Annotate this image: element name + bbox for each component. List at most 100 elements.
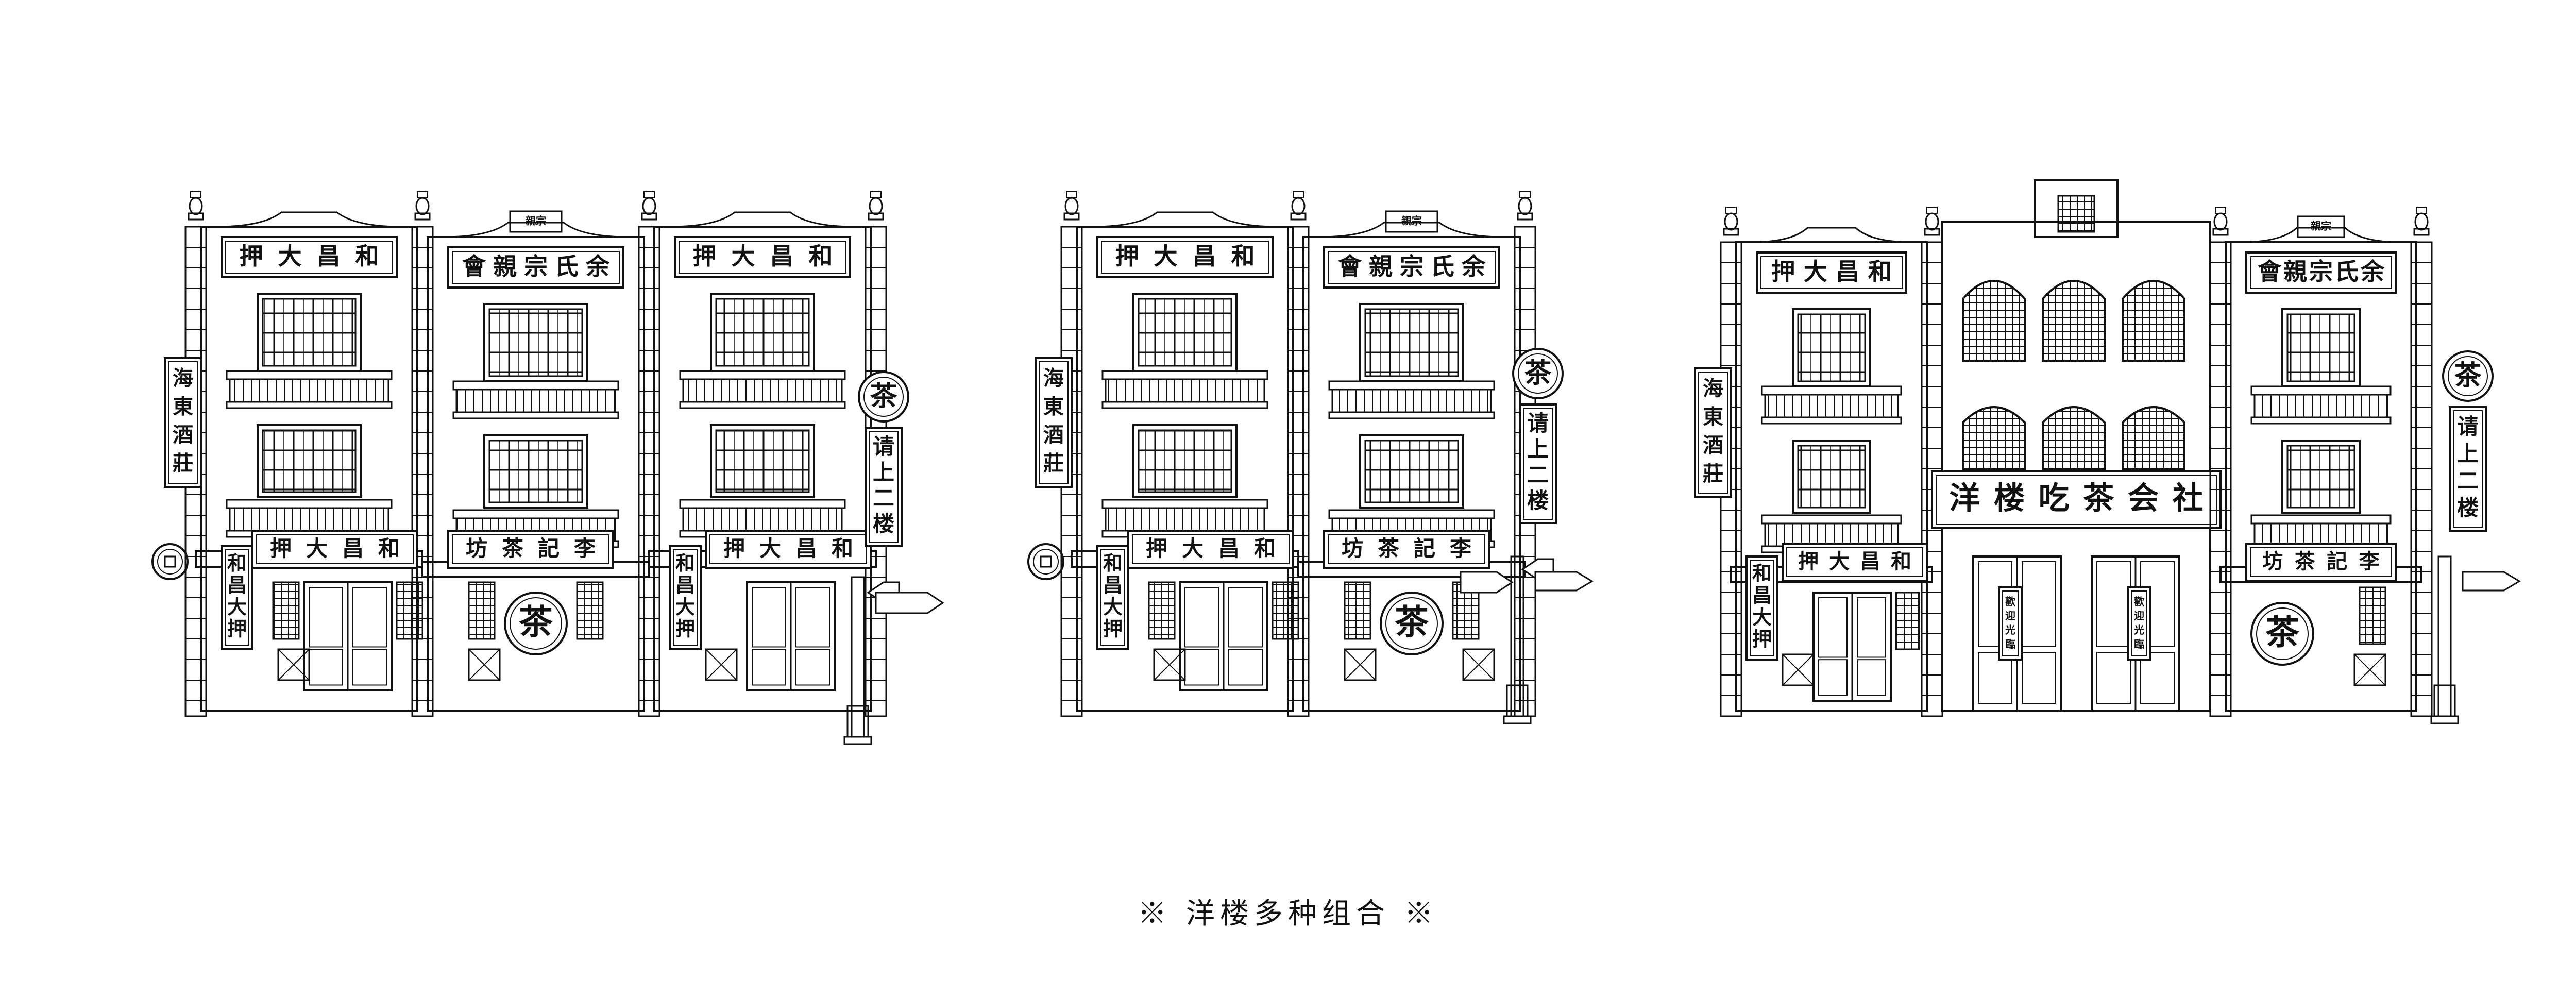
wine-vertical-sign-char: 東 (173, 395, 193, 419)
tea-house-long-sign-char: 洋 (1949, 481, 1980, 517)
middle-window (710, 424, 815, 498)
pawn-vertical-sign-4-char: 押 (1752, 627, 1772, 650)
upstairs-vertical-sign-2-char: 请 (1527, 411, 1549, 436)
pawn-header-sign-char: 大 (278, 242, 302, 270)
tea-house-door-right-sign-char: 迎 (2134, 610, 2144, 622)
facade (427, 236, 645, 712)
pawn-header-sign-4-board (1756, 251, 1907, 294)
balcony (452, 380, 619, 391)
tea-house-long-sign-char: 会 (2128, 481, 2159, 517)
tea-round-sign-3-char: 茶 (2265, 612, 2300, 652)
tea-workshop-sign-2-board (1323, 530, 1490, 569)
pawn-vertical-sign-board (221, 545, 253, 650)
clan-header-sign-2-char: 親 (1369, 252, 1393, 280)
tea-house-long-sign-char: 茶 (2083, 481, 2114, 517)
pawn-header-sign-3-char: 昌 (1193, 242, 1216, 270)
pawn-lower-sign-board (251, 530, 418, 569)
tea-workshop-sign-2-char: 李 (1450, 536, 1471, 561)
tea-workshop-sign-2-char: 茶 (1378, 536, 1400, 561)
arched-window (2122, 280, 2185, 362)
pawn-vertical-sign-3-board (1096, 545, 1129, 650)
tea-workshop-sign-char: 坊 (466, 536, 487, 561)
pawn-vertical-sign-char: 昌 (227, 573, 247, 596)
tea-workshop-sign-3-char: 記 (2327, 549, 2347, 573)
wine-vertical-sign-char: 酒 (173, 423, 193, 447)
wine-vertical-sign-char: 海 (173, 366, 193, 391)
clan-header-sign-3-char: 親 (2283, 258, 2307, 285)
coin-icon (151, 543, 189, 580)
pawn-lower-sign-char: 大 (306, 536, 328, 561)
clan-header-sign-3-char: 余 (2360, 258, 2385, 285)
upstairs-vertical-sign-2-board (1519, 403, 1557, 524)
tea-workshop-sign-board (447, 530, 614, 569)
crate-panel (2353, 653, 2386, 686)
urn-ornament (869, 197, 883, 215)
tea-round-side-2-char: 茶 (1524, 357, 1552, 389)
tea-round-side-3-char: 茶 (2454, 360, 2482, 392)
facade (1076, 226, 1294, 712)
clan-header-sign-char: 宗 (524, 252, 548, 280)
tea-house-long-sign-char: 吃 (2039, 481, 2070, 517)
balcony (1761, 514, 1902, 525)
tea-round-side-ring (858, 371, 909, 423)
clan-header-sign-3-board (2245, 251, 2397, 294)
crate-panel (705, 648, 738, 681)
clan-header-sign-3-char: 會 (2258, 258, 2282, 285)
arched-window (1962, 280, 2026, 362)
tea-round-sign-2-char: 茶 (1395, 602, 1429, 642)
street-lamp-icon (1510, 555, 1524, 717)
upstairs-vertical-sign-board (865, 427, 903, 547)
tea-round-sign-ring (504, 592, 568, 655)
pawn-header-sign-2-board (674, 236, 851, 278)
upstairs-vertical-sign-2-char: 上 (1527, 436, 1549, 462)
urn-ornament (415, 197, 430, 215)
clan-header-sign-char: 余 (585, 252, 610, 280)
clan-top-plaque-text: 親宗 (526, 215, 546, 227)
urn-ornament (189, 197, 203, 215)
lattice-window (396, 581, 423, 640)
clan-header-sign-char: 會 (462, 252, 486, 280)
crate-panel (468, 648, 501, 681)
pawn-lower-sign-3-char: 大 (1182, 536, 1204, 561)
caption: ※ 洋楼多种组合 ※ (1138, 897, 1438, 931)
tea-round-sign-3-ring (2250, 602, 2314, 666)
urn-ornament (1291, 197, 1306, 215)
clan-header-sign-char: 氏 (555, 252, 579, 280)
arrow-left-icon (2462, 571, 2521, 592)
pawn-header-sign-char: 和 (355, 242, 379, 270)
pawn-vertical-sign-3-char: 大 (1103, 595, 1123, 618)
pawn-lower-sign-2-char: 大 (759, 536, 781, 561)
pawn-lower-sign-3-char: 押 (1146, 536, 1167, 561)
pawn-vertical-sign-4-char: 和 (1752, 562, 1772, 585)
wine-vertical-sign-2-char: 東 (1043, 395, 1064, 419)
tea-workshop-sign-3-char: 李 (2359, 549, 2380, 573)
pawn-vertical-sign-2-char: 押 (675, 617, 695, 640)
pawn-lower-sign-2-board (705, 530, 872, 569)
lattice-window (2359, 586, 2386, 645)
pawn-lower-sign-4-char: 押 (1798, 549, 1819, 573)
middle-window (1792, 440, 1871, 514)
upstairs-vertical-sign-3-char: 楼 (2457, 495, 2479, 520)
pawn-lower-sign-4-char: 昌 (1860, 549, 1880, 573)
clan-top-plaque-text: 親宗 (2311, 220, 2331, 232)
pawn-header-sign-2-char: 昌 (770, 242, 794, 270)
urn-ornament (1724, 212, 1738, 231)
facade (1735, 241, 1928, 712)
wine-vertical-sign-3-char: 莊 (1703, 462, 1723, 486)
lattice-window (272, 581, 300, 640)
balcony (452, 509, 619, 519)
pawn-lower-sign-2-char: 昌 (795, 536, 817, 561)
pawn-vertical-sign-2-char: 和 (675, 551, 695, 575)
gable-pediment (443, 222, 629, 238)
wine-vertical-sign-2-char: 海 (1043, 366, 1064, 391)
tea-round-sign-char: 茶 (519, 602, 553, 642)
tea-workshop-sign-2-char: 坊 (1342, 536, 1363, 561)
middle-window (257, 424, 362, 498)
pawn-lower-sign-3-char: 昌 (1218, 536, 1240, 561)
upstairs-vertical-sign-char: 请 (873, 434, 894, 459)
lattice-window (1895, 592, 1920, 650)
gable-pediment (216, 211, 402, 228)
pawn-vertical-sign-2-char: 昌 (675, 573, 695, 596)
balcony (226, 370, 393, 380)
pawn-vertical-sign-char: 押 (227, 617, 247, 640)
